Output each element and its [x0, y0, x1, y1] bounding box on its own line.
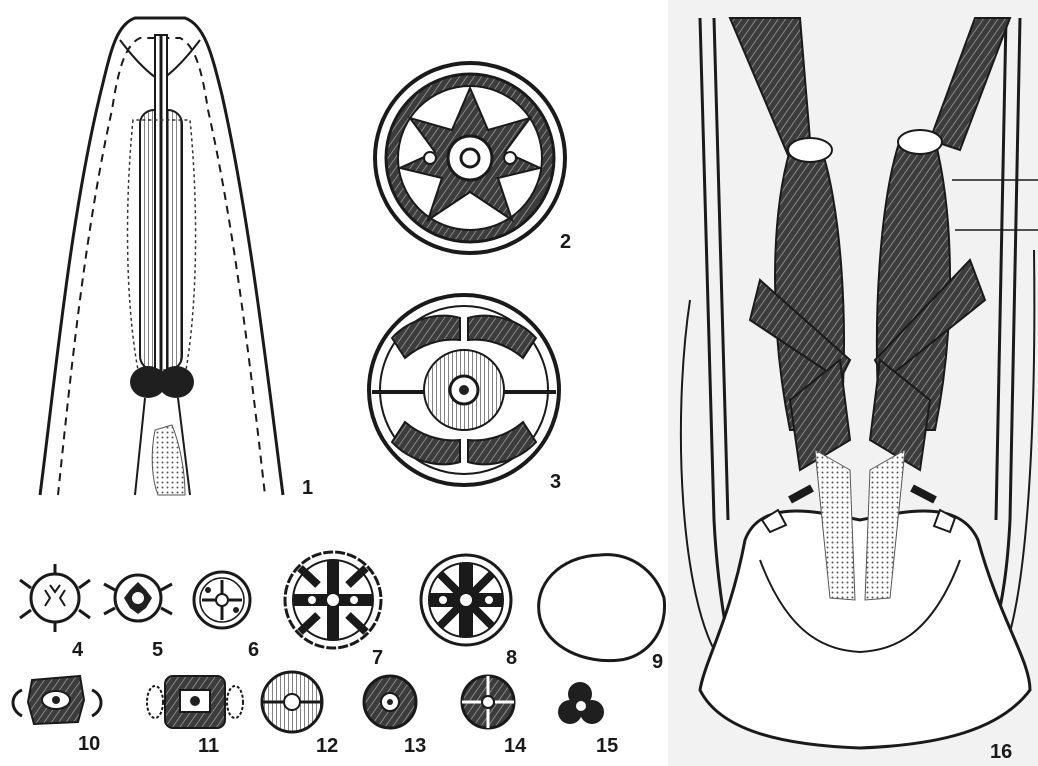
figure-label-2: 2 [560, 231, 571, 253]
figure-label-11: 11 [198, 735, 219, 757]
figure-1-anterior-end: 1 [40, 18, 313, 499]
figure-4-section: 4 [20, 564, 90, 661]
figure-label-10: 10 [78, 733, 100, 755]
figure-6-section: 6 [194, 572, 259, 661]
figure-label-8: 8 [506, 647, 517, 669]
figure-10-section: 10 [13, 676, 101, 755]
figure-2-cross-section: 2 [375, 63, 571, 253]
figure-15-section: 15 [558, 682, 618, 757]
figure-9-section: 9 [539, 555, 665, 673]
figure-13-section: 13 [364, 676, 426, 757]
figure-label-15: 15 [596, 735, 618, 757]
figure-5-section: 5 [104, 575, 172, 661]
figure-label-12: 12 [316, 735, 338, 757]
figure-3-cross-section: 3 [369, 295, 561, 493]
figure-label-5: 5 [152, 639, 163, 661]
figure-label-13: 13 [404, 735, 426, 757]
figure-label-9: 9 [652, 651, 663, 673]
figure-label-1: 1 [302, 477, 313, 499]
figure-8-section: 8 [421, 555, 517, 669]
figure-label-6: 6 [248, 639, 259, 661]
figure-label-7: 7 [372, 647, 383, 669]
figure-14-section: 14 [462, 676, 527, 757]
figure-label-14: 14 [504, 735, 527, 757]
figure-label-3: 3 [550, 471, 561, 493]
figure-7-section: 7 [285, 552, 383, 669]
figure-16-musculature: 16 [668, 0, 1038, 766]
figure-label-4: 4 [72, 639, 84, 661]
figure-label-16: 16 [990, 741, 1012, 763]
figure-12-section: 12 [262, 672, 338, 757]
figure-11-section: 11 [147, 676, 243, 757]
